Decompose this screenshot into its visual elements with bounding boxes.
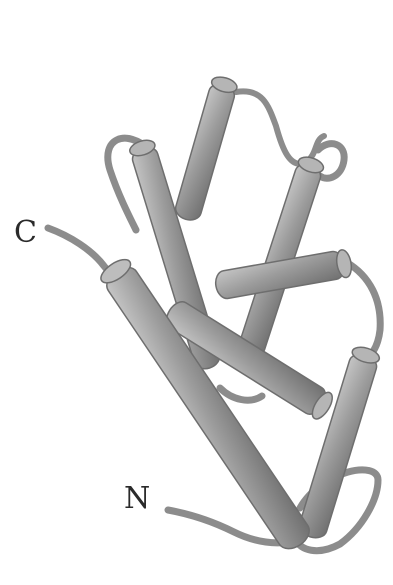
- top-loop: [236, 91, 324, 163]
- top-right-knot: [318, 144, 344, 179]
- n-terminus-label: N: [124, 481, 150, 516]
- c-terminus-label: C: [14, 215, 37, 250]
- helix-top: [173, 74, 239, 222]
- middle-loop: [220, 388, 262, 400]
